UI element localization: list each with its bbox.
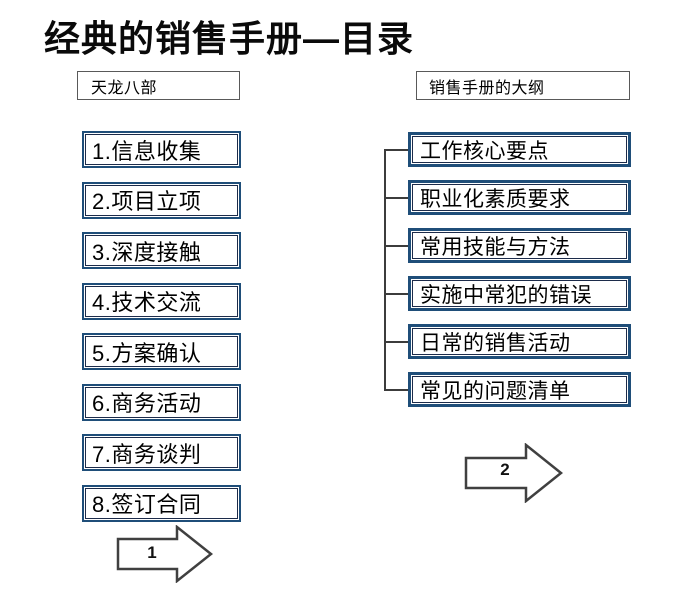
step-label: 1.信息收集 bbox=[92, 138, 202, 164]
step-box-3: 3.深度接触 bbox=[82, 232, 241, 269]
step-label: 4.技术交流 bbox=[92, 290, 202, 315]
outline-box-6: 常见的问题清单 bbox=[408, 372, 631, 407]
outline-box-2: 职业化素质要求 bbox=[408, 180, 631, 215]
outline-label: 常用技能与方法 bbox=[420, 235, 571, 259]
outline-label: 工作核心要点 bbox=[420, 139, 549, 163]
step-box-4: 4.技术交流 bbox=[82, 282, 241, 320]
arrow-2-number: 2 bbox=[500, 460, 510, 479]
tree-connector-branch bbox=[384, 389, 408, 391]
outline-box-4: 实施中常犯的错误 bbox=[408, 276, 631, 311]
left-steps-list: 1.信息收集 2.项目立项 3.深度接触 4.技术交流 5.方案确认 6.商务活… bbox=[82, 131, 241, 522]
outline-label: 常见的问题清单 bbox=[420, 379, 571, 403]
outline-label: 日常的销售活动 bbox=[420, 331, 571, 355]
step-box-5: 5.方案确认 bbox=[82, 333, 241, 370]
block-arrow-2-icon bbox=[464, 443, 564, 503]
step-label: 8.签订合同 bbox=[92, 492, 202, 517]
outline-label: 实施中常犯的错误 bbox=[420, 283, 592, 307]
tree-connector-branch bbox=[384, 197, 408, 199]
step-box-1: 1.信息收集 bbox=[82, 131, 241, 168]
left-column-header-label: 天龙八部 bbox=[91, 79, 158, 97]
step-label: 2.项目立项 bbox=[92, 189, 202, 214]
step-label: 7.商务谈判 bbox=[92, 441, 202, 467]
tree-connector-branch bbox=[384, 245, 408, 247]
page-title: 经典的销售手册—目录 bbox=[44, 18, 415, 59]
right-column-header-box: 销售手册的大纲 bbox=[416, 71, 630, 100]
step-box-2: 2.项目立项 bbox=[82, 181, 241, 219]
outline-box-3: 常用技能与方法 bbox=[408, 228, 631, 263]
right-column-header-label: 销售手册的大纲 bbox=[429, 79, 545, 97]
step-label: 5.方案确认 bbox=[92, 340, 202, 366]
step-box-7: 7.商务谈判 bbox=[82, 434, 241, 471]
left-column-header-box: 天龙八部 bbox=[77, 71, 240, 100]
arrow-1-number: 1 bbox=[147, 543, 157, 562]
tree-connector-trunk bbox=[384, 149, 386, 391]
step-box-8: 8.签订合同 bbox=[82, 484, 241, 522]
tree-connector-branch bbox=[384, 341, 408, 343]
outline-list: 工作核心要点 职业化素质要求 常用技能与方法 实施中常犯的错误 日常的销售活动 … bbox=[408, 132, 631, 407]
tree-connector-branch bbox=[384, 149, 408, 151]
step-box-6: 6.商务活动 bbox=[82, 383, 241, 421]
block-arrow-1-icon bbox=[116, 525, 214, 583]
outline-box-5: 日常的销售活动 bbox=[408, 324, 631, 359]
step-label: 3.深度接触 bbox=[92, 239, 202, 265]
step-label: 6.商务活动 bbox=[92, 391, 202, 416]
outline-box-1: 工作核心要点 bbox=[408, 132, 631, 167]
outline-label: 职业化素质要求 bbox=[420, 187, 571, 211]
tree-connector-branch bbox=[384, 293, 408, 295]
